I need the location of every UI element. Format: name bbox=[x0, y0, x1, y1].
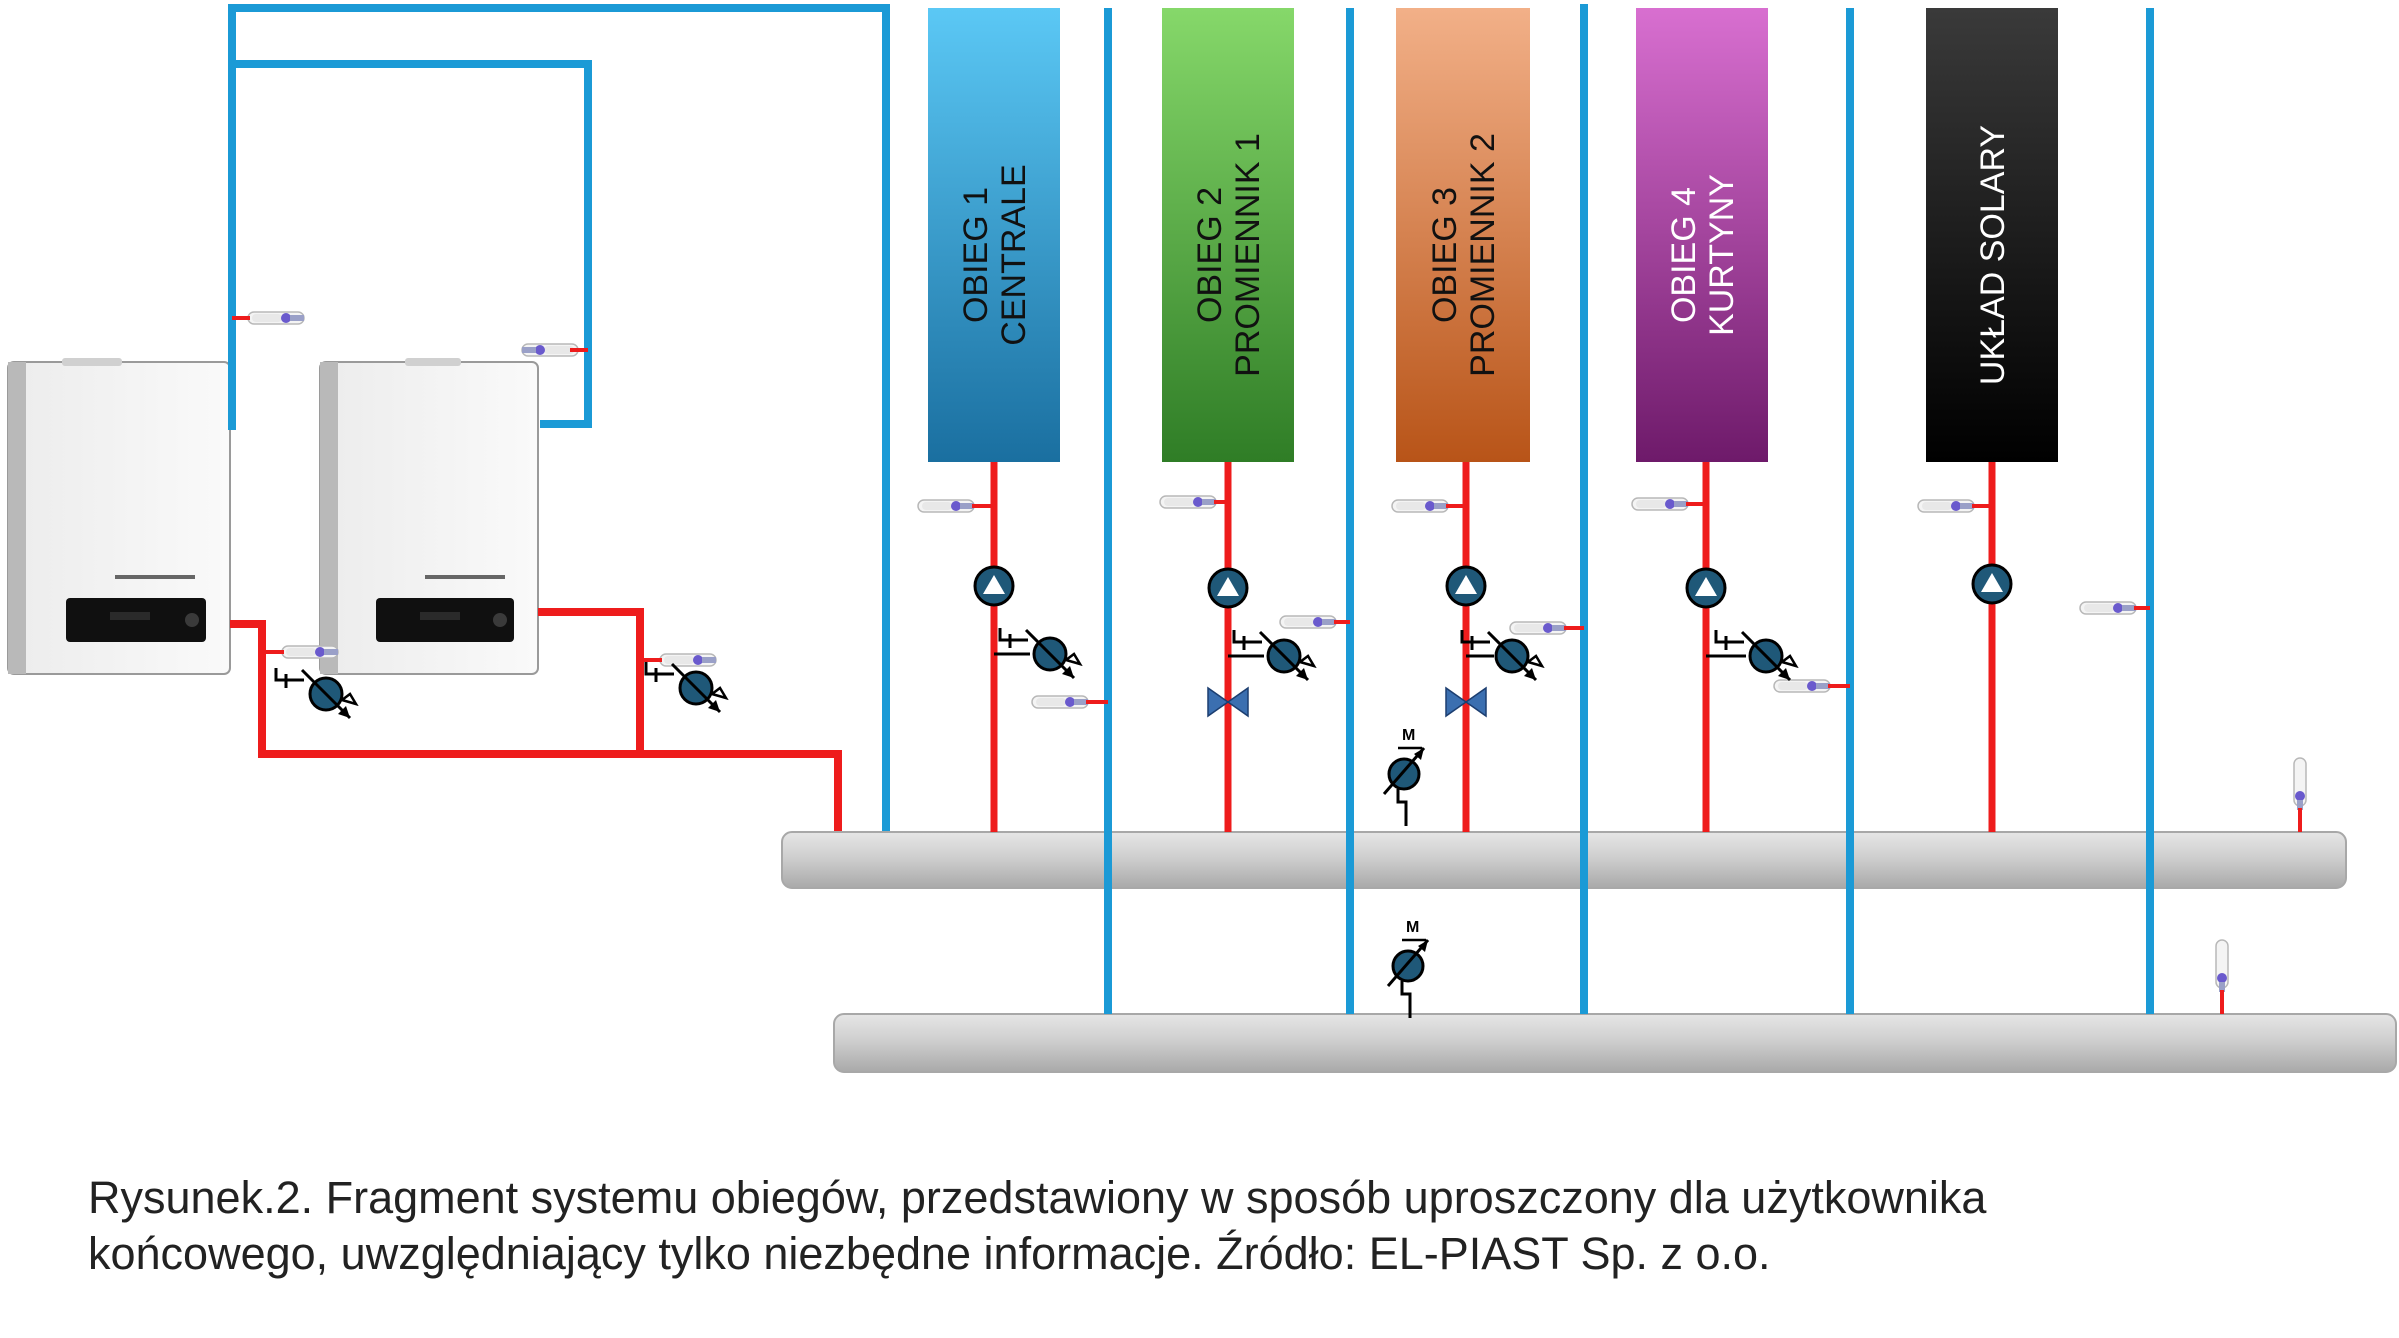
caption-line-1: Rysunek.2. Fragment systemu obiegów, prz… bbox=[88, 1172, 1987, 1223]
supply-manifold bbox=[781, 831, 2347, 889]
circuit-label-1: OBIEG 1CENTRALE bbox=[957, 164, 1033, 345]
temperature-sensor-icon bbox=[281, 645, 339, 659]
thermometer-icon bbox=[2215, 939, 2229, 993]
circuit-panel-1: OBIEG 1CENTRALE bbox=[928, 8, 1060, 462]
return-sensors bbox=[1031, 601, 2150, 709]
pump-icon bbox=[1207, 567, 1249, 609]
temperature-sensor-icon bbox=[1917, 499, 1975, 513]
circuit-label-3: OBIEG 3PROMIENNIK 2 bbox=[1426, 133, 1502, 377]
temperature-sensor-icon bbox=[659, 653, 717, 667]
riser-sensors bbox=[917, 495, 1992, 513]
circuit-label-line: CENTRALE bbox=[995, 164, 1033, 345]
circuit-label-4: OBIEG 4KURTYNY bbox=[1665, 174, 1741, 336]
mixing-valve-icon bbox=[644, 660, 728, 714]
return-manifold bbox=[833, 1013, 2397, 1073]
boiler-supply-pipes bbox=[230, 608, 842, 832]
pump-icon bbox=[1685, 567, 1727, 609]
temperature-sensor-icon bbox=[2079, 601, 2137, 615]
circuit-label-line: PROMIENNIK 1 bbox=[1229, 133, 1267, 377]
circuit-label-line: UKŁAD SOLARY bbox=[1974, 125, 2012, 385]
temperature-sensor-icon bbox=[1391, 499, 1449, 513]
circuit-panel-4: OBIEG 4KURTYNY bbox=[1636, 8, 1768, 462]
circuit-label-line: KURTYNY bbox=[1703, 174, 1741, 336]
circuit-label-line: OBIEG 4 bbox=[1665, 187, 1703, 323]
thermometer-icon bbox=[2293, 757, 2307, 811]
return-risers bbox=[1104, 4, 2154, 1014]
boiler-1 bbox=[7, 358, 231, 675]
boiler-2 bbox=[319, 358, 539, 675]
circuit-label-line: PROMIENNIK 2 bbox=[1464, 133, 1502, 377]
boiler-return-pipes bbox=[228, 4, 890, 832]
temperature-sensor-icon bbox=[1031, 695, 1089, 709]
pump-icon bbox=[1971, 563, 2013, 605]
mixing-valve-icon bbox=[274, 666, 358, 720]
circuit-label-5: UKŁAD SOLARY bbox=[1974, 125, 2012, 385]
temperature-sensor-icon bbox=[521, 343, 579, 357]
circuit-panel-3: OBIEG 3PROMIENNIK 2 bbox=[1396, 8, 1530, 462]
figure-caption: Rysunek.2. Fragment systemu obiegów, prz… bbox=[88, 1170, 2388, 1282]
circuit-panel-5: UKŁAD SOLARY bbox=[1926, 8, 2058, 462]
caption-line-2: końcowego, uwzględniający tylko niezbędn… bbox=[88, 1228, 1771, 1279]
pump-icon bbox=[1445, 565, 1487, 607]
supply-risers bbox=[990, 462, 1996, 832]
temperature-sensor-icon bbox=[1509, 621, 1567, 635]
actuator-valve-icon bbox=[1386, 917, 1430, 1020]
circuit-label-line: OBIEG 2 bbox=[1191, 187, 1229, 323]
temperature-sensor-icon bbox=[1773, 679, 1831, 693]
circuit-label-2: OBIEG 2PROMIENNIK 1 bbox=[1191, 133, 1267, 377]
circuit-panel-2: OBIEG 2PROMIENNIK 1 bbox=[1162, 8, 1294, 462]
temperature-sensor-icon bbox=[1279, 615, 1337, 629]
temperature-sensor-icon bbox=[1631, 497, 1689, 511]
actuator-valve-icon bbox=[1382, 725, 1426, 828]
circuit-label-line: OBIEG 3 bbox=[1426, 187, 1464, 323]
temperature-sensor-icon bbox=[1159, 495, 1217, 509]
circuit-label-line: OBIEG 1 bbox=[957, 187, 995, 323]
pump-icon bbox=[973, 565, 1015, 607]
temperature-sensor-icon bbox=[247, 311, 305, 325]
temperature-sensor-icon bbox=[917, 499, 975, 513]
